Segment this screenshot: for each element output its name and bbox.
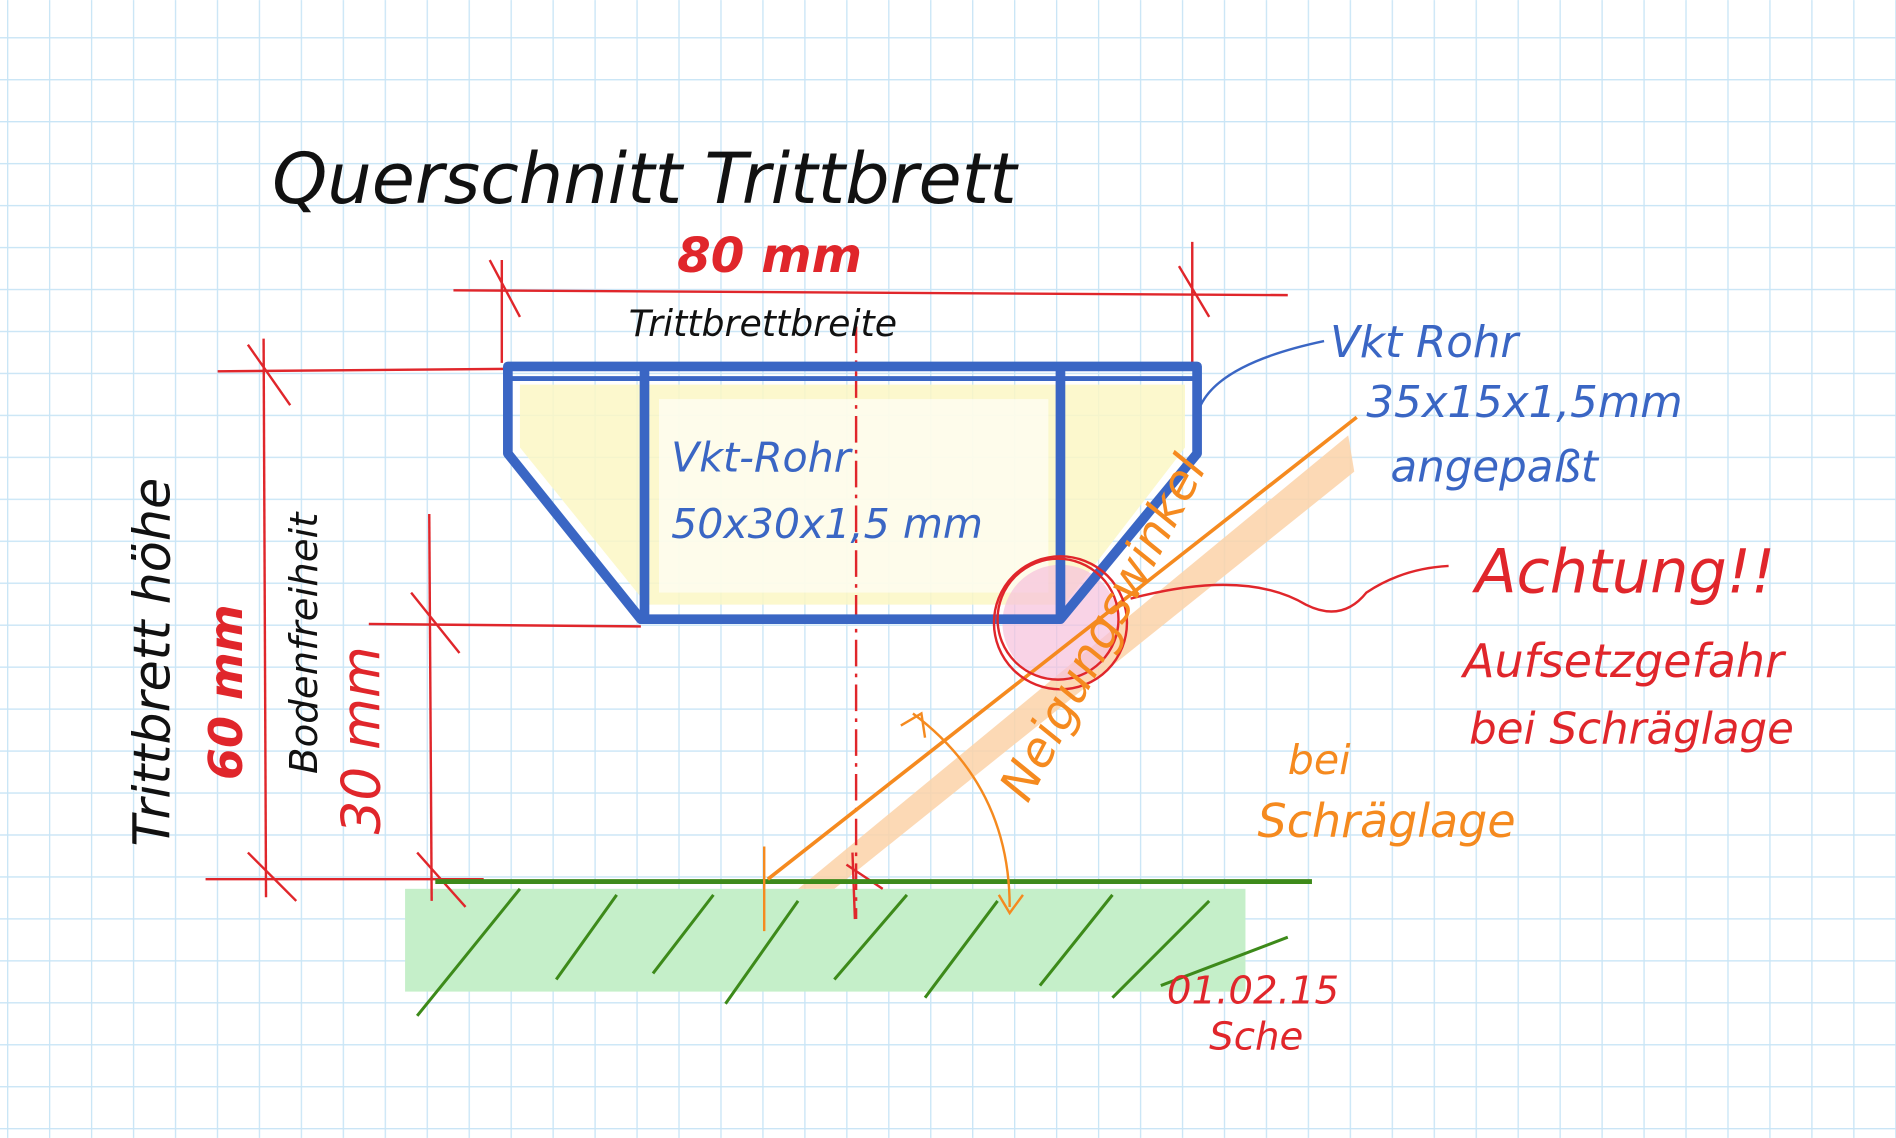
clearance-label: Bodenfreiheit: [282, 511, 327, 774]
svg-text:Sche: Sche: [1209, 1015, 1303, 1060]
svg-text:angepaßt: angepaßt: [1391, 442, 1600, 492]
svg-text:bei Schräglage: bei Schräglage: [1469, 705, 1794, 755]
clearance-value: 30 mm: [331, 646, 393, 834]
svg-text:Achtung!!: Achtung!!: [1471, 538, 1775, 608]
ground-highlight: [405, 888, 1246, 992]
width-value: 80 mm: [677, 228, 862, 284]
title: Querschnitt Trittbrett: [272, 138, 1019, 220]
svg-text:35x15x1,5mm: 35x15x1,5mm: [1366, 378, 1682, 428]
tube-profile: [503, 361, 1202, 625]
svg-text:Aufsetzgefahr: Aufsetzgefahr: [1460, 634, 1787, 688]
ground: [415, 879, 1312, 1017]
dimension-lines: [205, 241, 1288, 920]
side-tube-note: Vkt Rohr 35x15x1,5mm angepaßt: [1330, 318, 1683, 493]
svg-text:Schräglage: Schräglage: [1258, 794, 1516, 848]
svg-text:01.02.15: 01.02.15: [1167, 969, 1339, 1014]
svg-text:50x30x1,5 mm: 50x30x1,5 mm: [671, 500, 983, 548]
warning-note: Achtung!! Aufsetzgefahr bei Schräglage: [1460, 538, 1794, 755]
danger-circle: [992, 555, 1449, 691]
leader-line-side-tube: [1199, 339, 1325, 406]
svg-text:bei: bei: [1288, 736, 1351, 784]
svg-text:Vkt Rohr: Vkt Rohr: [1330, 318, 1521, 368]
center-tube-inner: [659, 399, 1049, 593]
svg-text:Vkt-Rohr: Vkt-Rohr: [671, 434, 854, 482]
height-label: Trittbrett höhe: [122, 478, 181, 847]
width-label: Trittbrettbreite: [629, 302, 897, 345]
signature: 01.02.15 Sche: [1167, 969, 1339, 1060]
center-tube-note: Vkt-Rohr 50x30x1,5 mm: [671, 434, 983, 549]
height-value: 60 mm: [199, 604, 253, 780]
incline-line: [762, 415, 1358, 932]
